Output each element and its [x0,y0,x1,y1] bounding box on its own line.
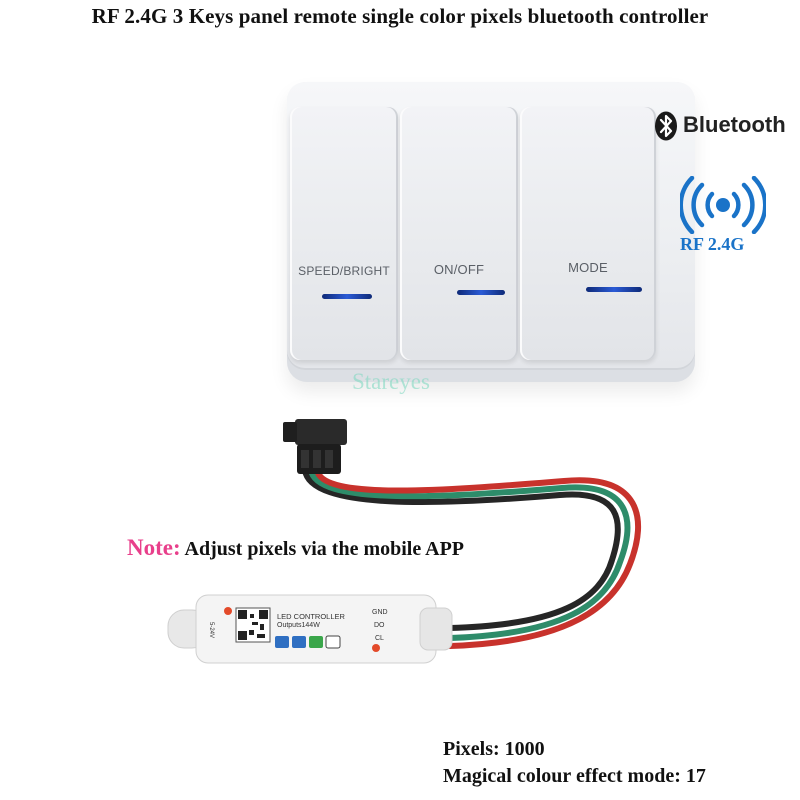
controller-name: LED CONTROLLER [277,612,345,621]
specs: Pixels: 1000 Magical colour effect mode:… [443,736,706,790]
note: Note: Adjust pixels via the mobile APP [127,535,464,561]
note-label: Note: [127,535,181,560]
pin-do: DO [374,622,385,629]
key-mode-led [586,287,642,292]
key-speed-bright-led [322,294,372,299]
jst-connector [283,419,347,474]
pin-gnd: GND [372,609,388,616]
key-on-off-led [457,290,505,295]
note-text: Adjust pixels via the mobile APP [184,538,464,560]
spec-pixels: Pixels: 1000 [443,738,545,760]
watermark: Stareyes [352,369,430,394]
controller-voltage: 5-24V [208,622,214,639]
key-on-off: ON/OFF [400,107,518,360]
spec-modes: Magical colour effect mode: 17 [443,765,706,787]
rf-label: RF 2.4G [680,234,745,254]
bluetooth-label: Bluetooth [683,112,786,137]
page-title: RF 2.4G 3 Keys panel remote single color… [91,4,709,28]
key-mode-label: MODE [568,260,608,275]
key-speed-bright-label: SPEED/BRIGHT [298,264,390,278]
key-speed-bright: SPEED/BRIGHT [290,107,398,360]
bluetooth-icon [655,111,677,141]
key-on-off-label: ON/OFF [433,262,485,277]
rf-signal-icon [680,176,766,234]
key-mode: MODE [520,107,656,360]
led-controller-body [167,594,453,664]
controller-output: Outputs144W [277,622,320,629]
pin-cl: CL [375,635,384,642]
